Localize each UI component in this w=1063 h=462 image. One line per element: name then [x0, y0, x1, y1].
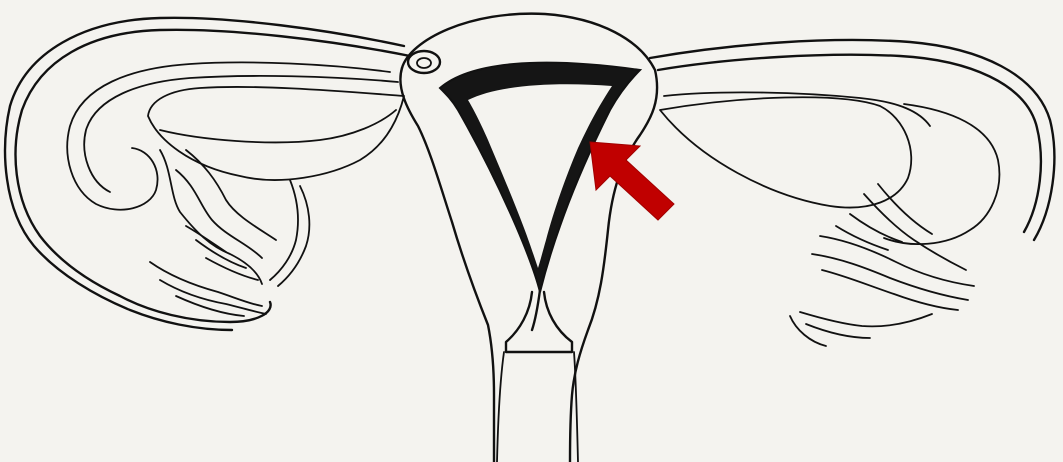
left-tubal-ostium	[408, 51, 440, 73]
left-ovary	[148, 87, 404, 180]
left-fimbriae	[150, 150, 309, 316]
cervical-canal	[497, 292, 578, 462]
arrow-up-left-icon	[590, 142, 674, 220]
right-ovary	[660, 97, 999, 244]
right-fimbriae	[790, 184, 974, 346]
right-fallopian-tube	[650, 40, 1054, 240]
uterine-cavity	[440, 63, 640, 330]
left-fallopian-tube	[5, 18, 410, 330]
